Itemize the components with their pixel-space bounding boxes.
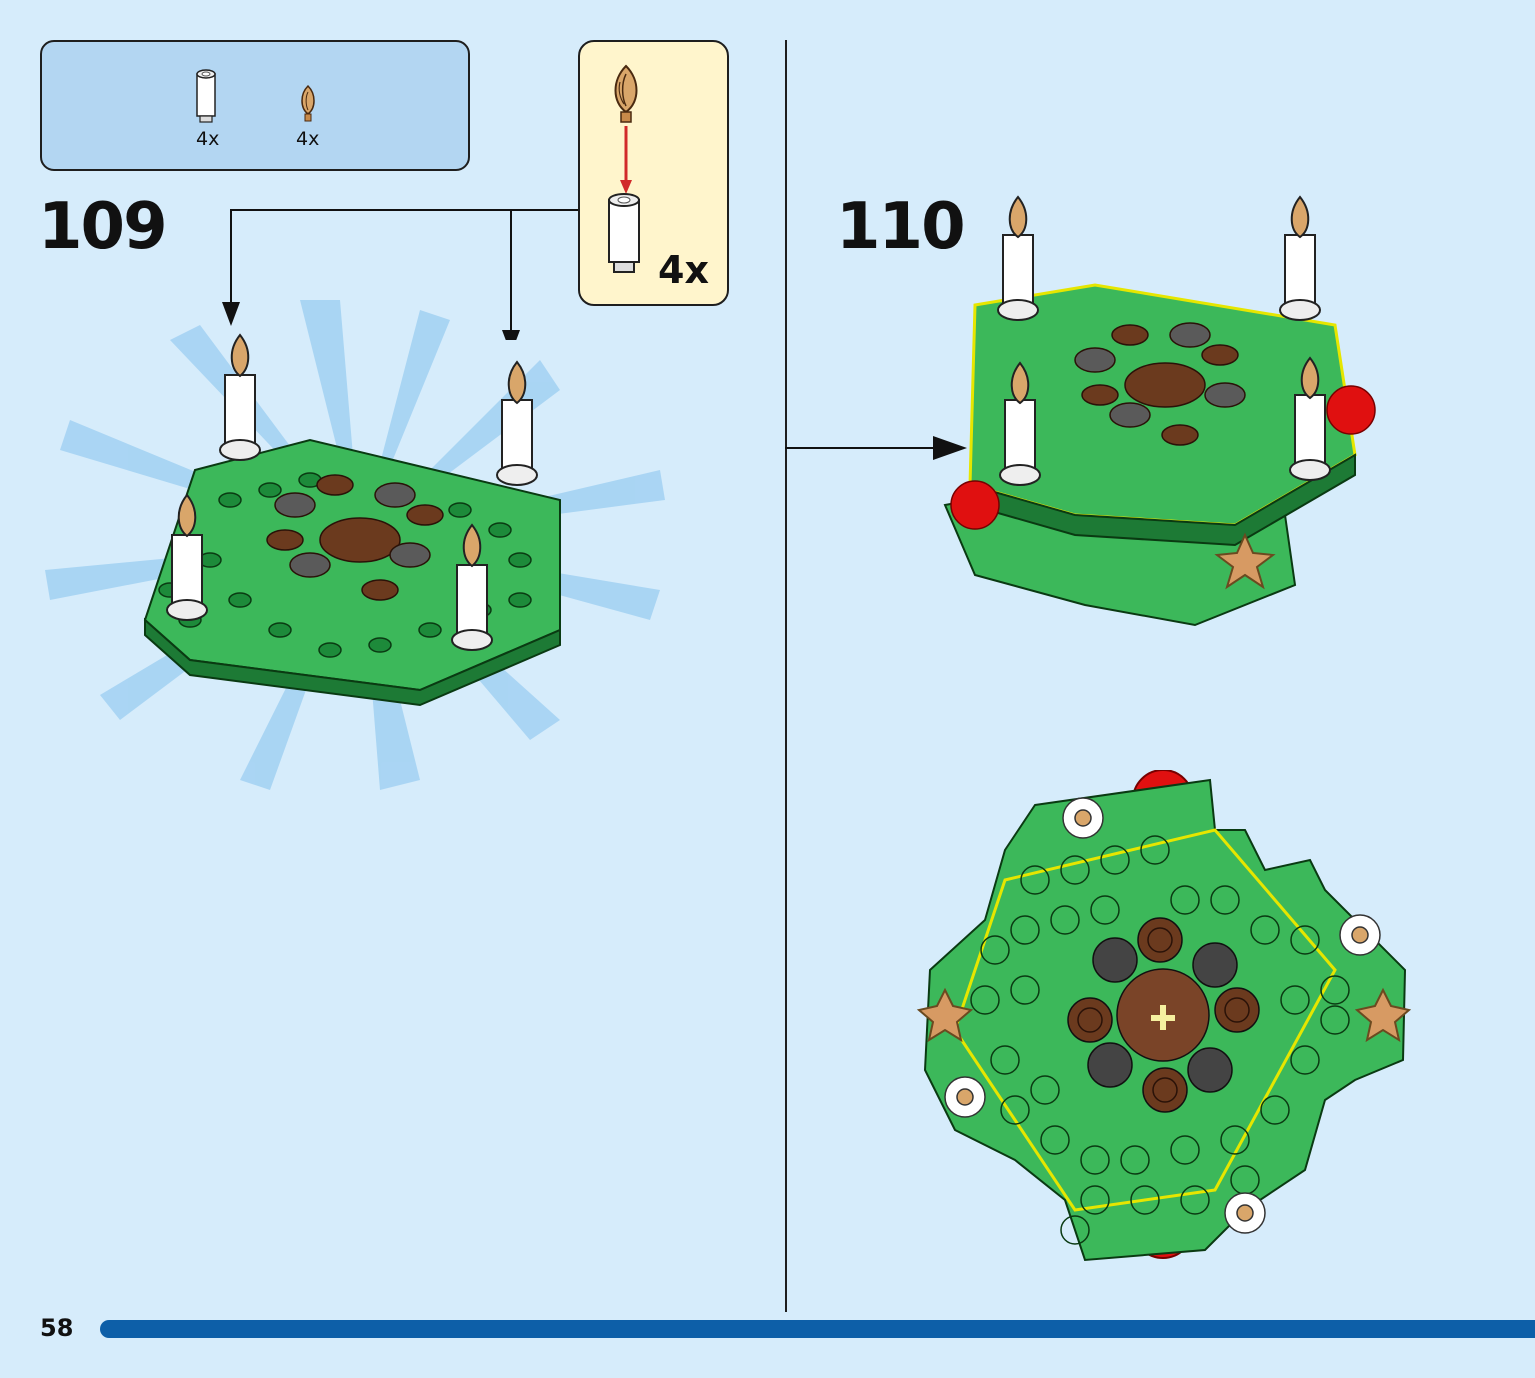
step-110-side-view-illustration [935, 185, 1395, 645]
sub-assembly-box: 4x [578, 40, 729, 306]
step-divider [785, 40, 787, 1312]
step-110-top-view-illustration [915, 770, 1415, 1270]
step-arrow-icon [785, 436, 967, 460]
white-round-brick-icon [194, 68, 218, 124]
white-round-brick-icon [606, 192, 642, 276]
step-109-model-illustration [40, 300, 690, 800]
page-number: 58 [40, 1314, 74, 1342]
assembly-arrow-icon [620, 126, 632, 196]
callout-arrows [222, 209, 578, 340]
part-quantity: 4x [196, 128, 220, 150]
sub-assembly-quantity: 4x [658, 248, 709, 292]
flame-piece-icon [296, 84, 320, 124]
step-number-109: 109 [38, 190, 168, 264]
part-quantity: 4x [296, 128, 320, 150]
flame-piece-icon [606, 64, 646, 128]
progress-bar [100, 1320, 1535, 1338]
step-number-110: 110 [836, 190, 966, 264]
parts-list-box: 4x 4x [40, 40, 470, 171]
